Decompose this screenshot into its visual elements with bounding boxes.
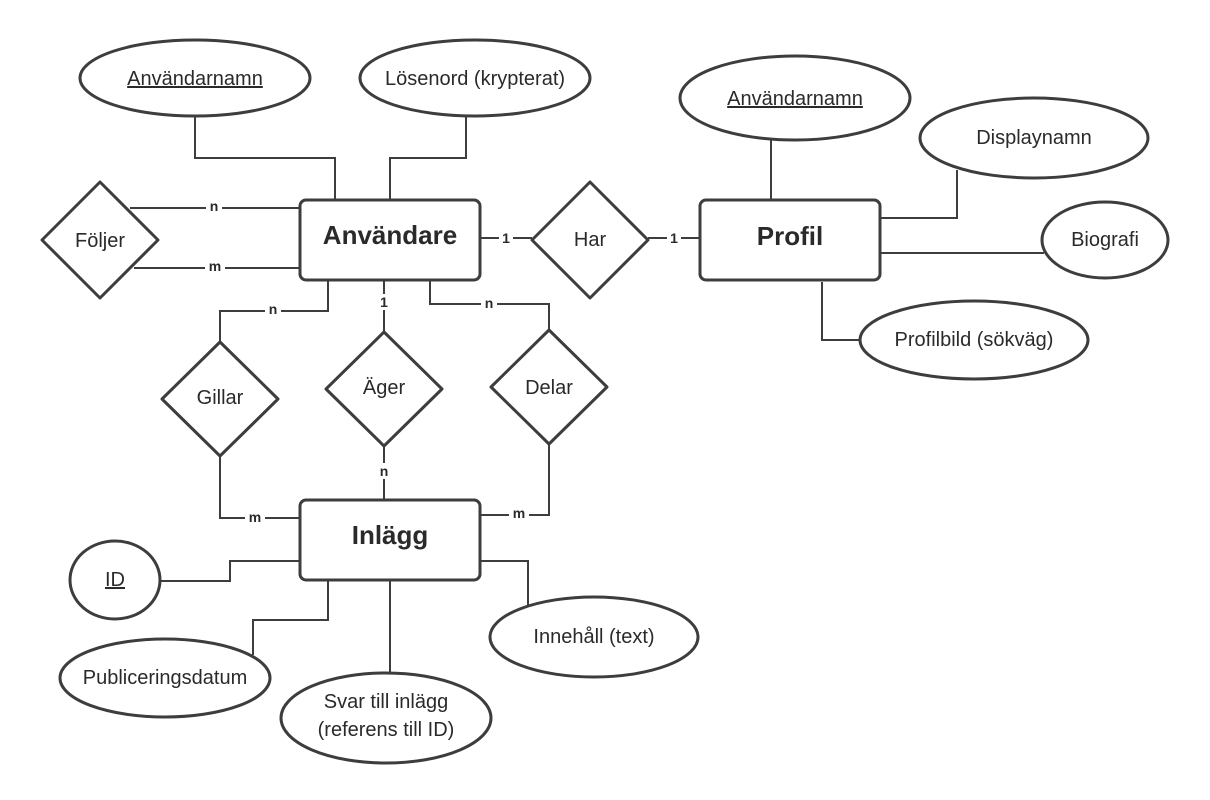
entity-anvandare-label: Användare <box>323 220 457 250</box>
relationship-ager-label: Äger <box>363 377 406 399</box>
relationship-ager: Äger <box>324 330 444 448</box>
cardinality-gillar-bottom: m <box>249 509 261 525</box>
attribute-inlagg-publiceringsdatum: Publiceringsdatum <box>58 637 272 719</box>
relationship-delar-label: Delar <box>525 377 573 399</box>
entity-inlagg: Inlägg <box>298 498 482 582</box>
line-inlagg-id <box>160 560 300 582</box>
line-anvandare-losenord <box>389 116 467 200</box>
relationship-har-label: Har <box>574 229 607 251</box>
attribute-inlagg-innehall-label: Innehåll (text) <box>533 626 654 648</box>
attribute-inlagg-svar: Svar till inlägg (referens till ID) <box>279 671 493 765</box>
cardinality-delar-top: n <box>485 295 494 311</box>
line-inlagg-innehall <box>480 560 529 610</box>
line-delar-inlagg <box>480 444 550 516</box>
relationship-gillar-label: Gillar <box>197 387 244 409</box>
line-anvandare-anvandarnamn <box>194 116 336 200</box>
cardinality-labels: n m 1 1 n m 1 n n m <box>205 198 681 526</box>
cardinality-har-left: 1 <box>502 230 510 246</box>
attribute-anvandare-losenord: Lösenord (krypterat) <box>358 38 592 118</box>
attribute-inlagg-publiceringsdatum-label: Publiceringsdatum <box>83 667 248 689</box>
relationship-delar: Delar <box>489 328 609 446</box>
attribute-profil-anvandarnamn-label: Användarnamn <box>727 88 863 110</box>
relationship-foljer: Följer <box>40 180 160 300</box>
relationship-gillar: Gillar <box>160 340 280 458</box>
attribute-anvandare-losenord-label: Lösenord (krypterat) <box>385 68 565 90</box>
relationship-foljer-label: Följer <box>75 230 125 252</box>
attribute-profil-biografi-label: Biografi <box>1071 229 1139 251</box>
relationship-har: Har <box>530 180 650 300</box>
attribute-anvandare-anvandarnamn-label: Användarnamn <box>127 68 263 90</box>
line-profil-displaynamn <box>880 170 958 219</box>
attribute-inlagg-id-label: ID <box>105 569 125 591</box>
entity-inlagg-label: Inlägg <box>352 520 429 550</box>
entity-profil-label: Profil <box>757 221 823 251</box>
attribute-inlagg-id: ID <box>68 539 162 621</box>
attribute-inlagg-svar-label-line1: Svar till inlägg <box>324 691 449 713</box>
cardinality-ager-bottom: n <box>380 463 389 479</box>
attribute-profil-biografi: Biografi <box>1040 200 1170 280</box>
attribute-profil-profilbild-label: Profilbild (sökväg) <box>895 329 1054 351</box>
line-profil-profilbild <box>821 282 860 341</box>
cardinality-har-right: 1 <box>670 230 678 246</box>
entity-profil: Profil <box>698 198 882 282</box>
cardinality-ager-top: 1 <box>380 294 388 310</box>
cardinality-gillar-top: n <box>269 301 278 317</box>
line-inlagg-publiceringsdatum <box>252 580 329 655</box>
entity-anvandare: Användare <box>298 198 482 282</box>
line-gillar-inlagg <box>219 456 300 519</box>
attribute-profil-anvandarnamn: Användarnamn <box>678 54 912 142</box>
attribute-profil-displaynamn: Displaynamn <box>918 96 1150 180</box>
attribute-inlagg-svar-label-line2: (referens till ID) <box>318 719 455 741</box>
attribute-inlagg-innehall: Innehåll (text) <box>488 595 700 679</box>
cardinality-foljer-top: n <box>210 198 219 214</box>
attribute-profil-profilbild: Profilbild (sökväg) <box>858 299 1090 381</box>
attribute-profil-displaynamn-label: Displaynamn <box>976 127 1092 149</box>
cardinality-delar-bottom: m <box>513 505 525 521</box>
cardinality-foljer-bottom: m <box>209 258 221 274</box>
attribute-anvandare-anvandarnamn: Användarnamn <box>78 38 312 118</box>
